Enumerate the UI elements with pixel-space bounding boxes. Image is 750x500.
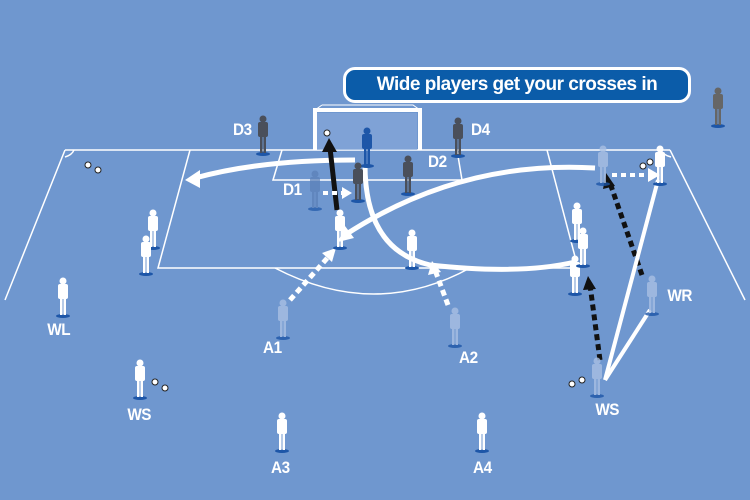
pass-arrow-ws bbox=[587, 284, 603, 361]
player-d1 bbox=[351, 162, 365, 203]
player-mid-right bbox=[568, 255, 582, 296]
player-a-striker bbox=[333, 209, 347, 250]
label-wl: WL bbox=[47, 320, 71, 339]
label-ws-right: WS bbox=[595, 400, 620, 419]
label-d2: D2 bbox=[428, 152, 447, 171]
penalty-box bbox=[157, 149, 579, 269]
ball-icon bbox=[646, 158, 654, 166]
label-d3: D3 bbox=[233, 120, 252, 139]
player-a-run bbox=[405, 229, 419, 270]
player-a4 bbox=[475, 412, 489, 453]
pass-arrow-wr bbox=[607, 182, 645, 276]
player-wl bbox=[56, 277, 70, 318]
label-wr: WR bbox=[667, 286, 692, 305]
player-d2 bbox=[401, 155, 415, 196]
label-a1: A1 bbox=[263, 338, 282, 357]
penalty-arc bbox=[274, 267, 471, 295]
ball-icon bbox=[161, 384, 169, 392]
ball-icon bbox=[94, 166, 102, 174]
shot-arrow bbox=[327, 147, 340, 211]
player-a2 bbox=[448, 307, 462, 348]
cross-arrow-run bbox=[362, 164, 576, 272]
left-touchline bbox=[4, 149, 66, 301]
pass-arrow-ws-wr bbox=[603, 308, 652, 382]
right-touchline bbox=[669, 149, 746, 301]
ball-icon bbox=[578, 376, 586, 384]
label-d4: D4 bbox=[471, 120, 490, 139]
ball-icon bbox=[84, 161, 92, 169]
ball-icon bbox=[151, 378, 159, 386]
label-a2: A2 bbox=[459, 348, 478, 367]
player-ws-left bbox=[133, 359, 147, 400]
player-d4 bbox=[451, 117, 465, 158]
movement-arrows bbox=[185, 138, 660, 382]
run-arrow-a1 bbox=[288, 253, 332, 302]
coach-speech-bubble: Wide players get your crosses in bbox=[343, 67, 691, 103]
label-a4: A4 bbox=[473, 458, 492, 477]
ball-icon bbox=[323, 129, 331, 137]
player-wall-4 bbox=[576, 227, 590, 268]
player-ws-right bbox=[590, 357, 604, 398]
run-arrow-a2 bbox=[432, 269, 451, 306]
player-goalkeeper bbox=[360, 127, 374, 168]
corner-arc-left bbox=[64, 149, 75, 158]
label-a3: A3 bbox=[271, 458, 290, 477]
players bbox=[56, 87, 725, 453]
player-a1 bbox=[276, 299, 290, 340]
player-wr bbox=[645, 275, 659, 316]
player-winger-cross bbox=[653, 145, 667, 186]
player-a3 bbox=[275, 412, 289, 453]
ball-icon bbox=[568, 380, 576, 388]
player-winger-top bbox=[596, 145, 610, 186]
player-wall-1 bbox=[146, 209, 160, 250]
player-wall-2 bbox=[139, 235, 153, 276]
player-coach bbox=[711, 87, 725, 128]
player-d3 bbox=[256, 115, 270, 156]
run-arrow-ws bbox=[603, 179, 660, 381]
player-d1-ghost bbox=[308, 170, 322, 211]
ball-icon bbox=[639, 162, 647, 170]
cross-arrow-right bbox=[343, 164, 596, 238]
label-ws-left: WS bbox=[127, 405, 152, 424]
label-d1: D1 bbox=[283, 180, 302, 199]
